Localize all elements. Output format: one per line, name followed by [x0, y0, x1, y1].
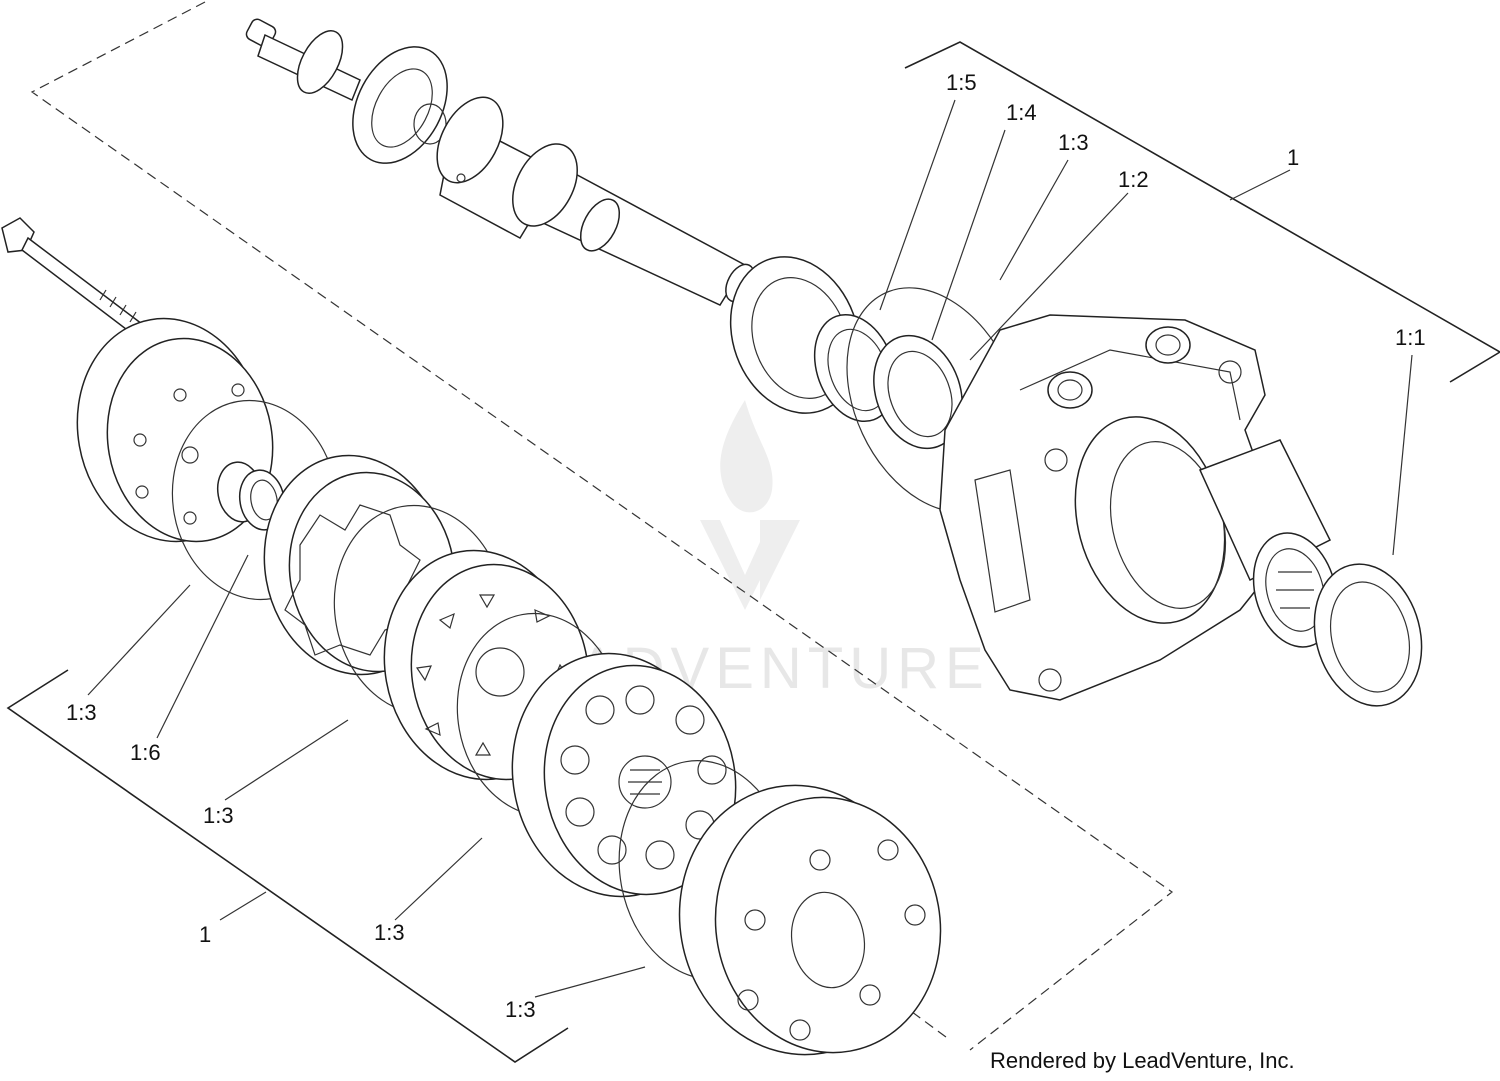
- assembly-dashed-outline: [30, 1, 1174, 1051]
- bearing-seal: [1313, 563, 1423, 707]
- callout-1-bottom: 1: [199, 922, 211, 947]
- bracket-top: [904, 41, 1500, 383]
- callout-1-top: 1: [1287, 145, 1299, 170]
- callout-1-6: 1:6: [130, 740, 161, 765]
- motor-housing: [939, 314, 1338, 701]
- leader-lines: [87, 99, 1413, 998]
- callout-1-3-mid: 1:3: [203, 803, 234, 828]
- callout-1-2: 1:2: [1118, 167, 1149, 192]
- callout-1-3-left: 1:3: [66, 700, 97, 725]
- callout-1-4: 1:4: [1006, 100, 1037, 125]
- front-flange: [678, 784, 942, 1056]
- shaft-assembly: [245, 18, 755, 306]
- render-credit: Rendered by LeadVenture, Inc.: [990, 1048, 1295, 1073]
- callout-1-3-top: 1:3: [1058, 130, 1089, 155]
- bolt: [1, 217, 151, 344]
- callout-1-3-low: 1:3: [374, 920, 405, 945]
- callout-1-1: 1:1: [1395, 325, 1426, 350]
- bracket-bottom: [6, 669, 569, 1063]
- callout-1-3-bottom: 1:3: [505, 997, 536, 1022]
- watermark-logo: [700, 400, 800, 610]
- rotor-plate: [511, 652, 737, 898]
- callout-1-5: 1:5: [946, 70, 977, 95]
